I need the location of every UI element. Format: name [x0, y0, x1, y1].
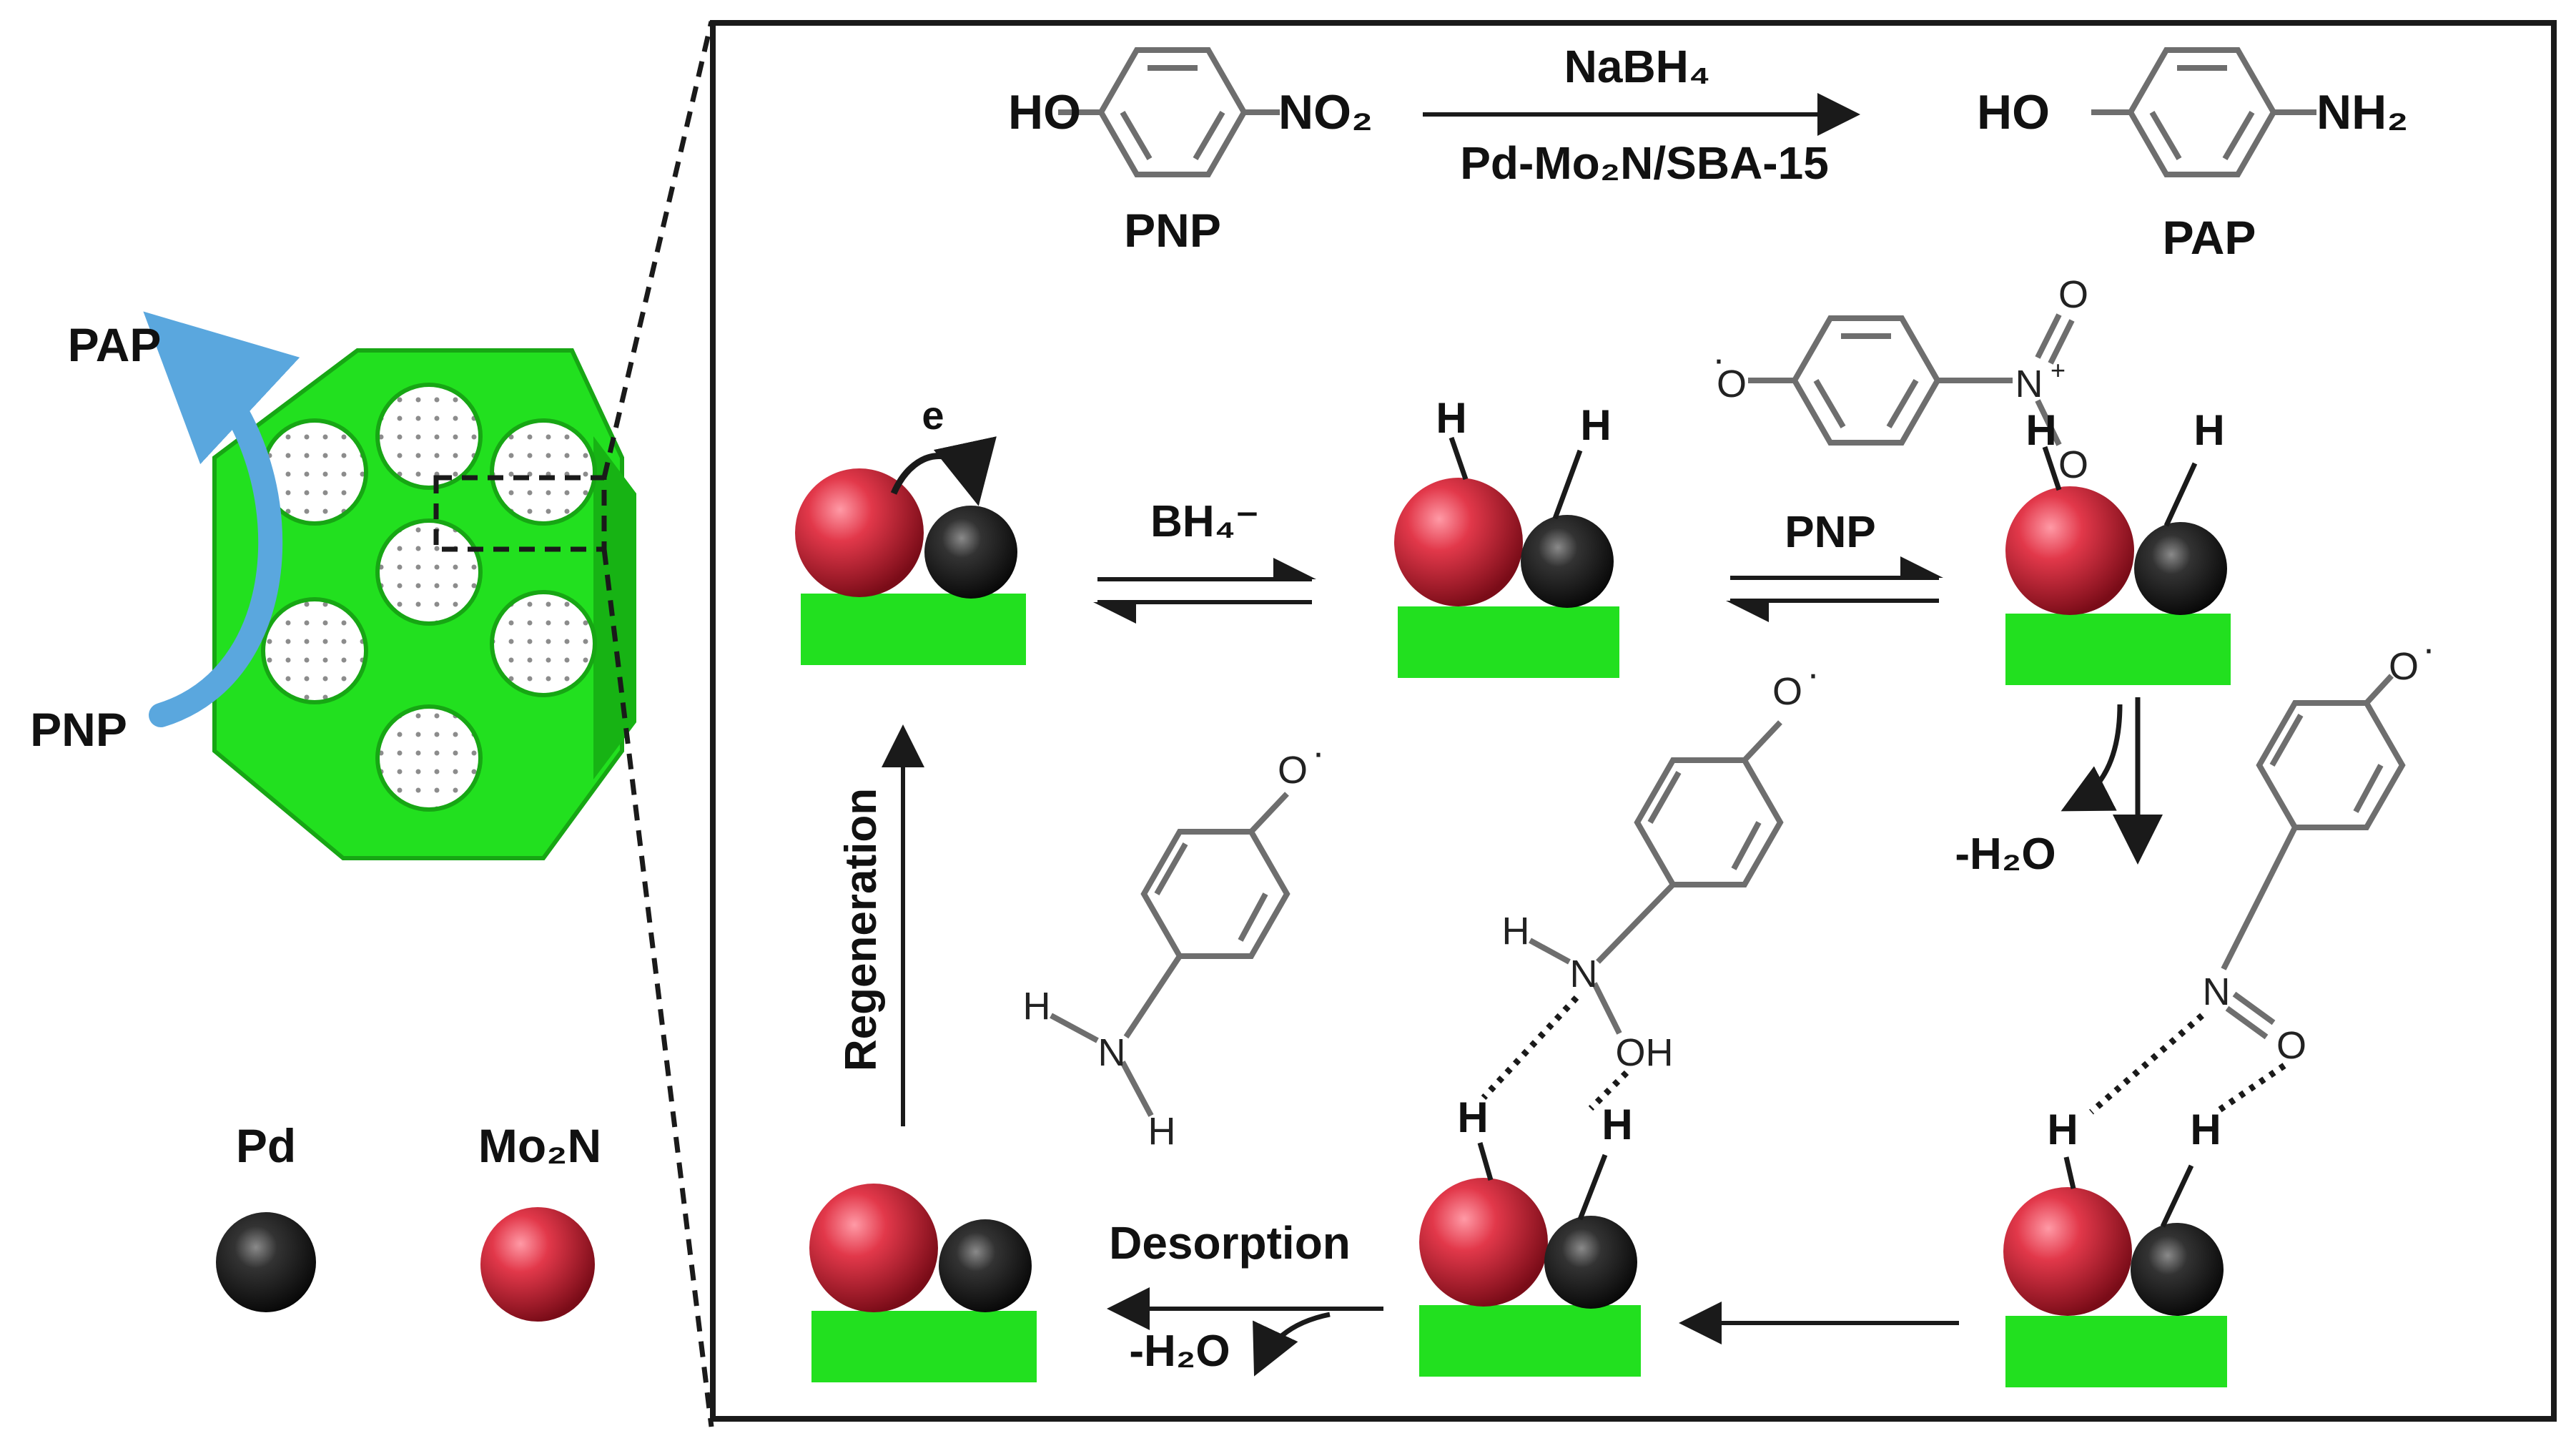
- zoom-lines: [601, 21, 714, 1427]
- nitroso-n: N: [2203, 970, 2231, 1013]
- regeneration-label: Regeneration: [837, 788, 886, 1071]
- nitroso-o-top: O: [2389, 645, 2419, 688]
- reagent-nabh4: NaBH₄: [1564, 41, 1711, 92]
- catalyst-site-regenerated: [809, 1184, 1037, 1382]
- catalyst-site-hydroxylamine: H H: [1419, 1093, 1641, 1377]
- pap-label: PAP: [68, 318, 162, 371]
- amine-h-upper: H: [1023, 985, 1051, 1028]
- nitro-plus: +: [2051, 355, 2066, 385]
- pnp-ring: [1058, 47, 1280, 177]
- site3-h-left: H: [2025, 406, 2056, 454]
- hydroxylamine-n: N: [1570, 953, 1598, 995]
- pap-amine: NH₂: [2316, 85, 2408, 139]
- adsorbed-nitrophenolate: O · N + O O: [1712, 273, 2088, 486]
- dehydration-step: -H₂O: [1955, 697, 2163, 879]
- pap-ring: [2091, 47, 2316, 177]
- catalyst-site-adsorbed: H H: [2005, 406, 2231, 685]
- regeneration-step: Regeneration: [837, 724, 924, 1126]
- legend-mo2n-label: Mo₂N: [478, 1119, 601, 1172]
- legend: Pd Mo₂N: [216, 1119, 601, 1322]
- nitro-o-down: O: [2058, 443, 2088, 486]
- catalyst-site-hydride: H H: [1394, 394, 1619, 678]
- equilibrium-arrows-2: PNP: [1726, 508, 1943, 622]
- nitro-o-up: O: [2058, 273, 2088, 316]
- site4-h-right: H: [2190, 1106, 2221, 1154]
- pap-hydroxyl: HO: [1977, 85, 2050, 139]
- site4-h-left: H: [2047, 1106, 2078, 1154]
- hydroxylamine-oh: OH: [1616, 1031, 1674, 1074]
- site5-h-right: H: [1602, 1101, 1632, 1149]
- pnp-nitro: NO₂: [1278, 85, 1373, 139]
- radical-dot-3: ·: [1807, 652, 1820, 695]
- hydroxylamine-o-top: O: [1772, 670, 1802, 713]
- aminophenolate-product: O · H N H: [1023, 731, 1325, 1153]
- legend-pd-sphere: [216, 1212, 316, 1312]
- site3-h-right: H: [2193, 406, 2224, 454]
- overall-reaction: HO NO₂ PNP NaBH₄ Pd-Mo₂N/SBA-15 HO NH₂ P…: [1008, 41, 2408, 264]
- catalyst-site-nitroso: H H: [2003, 1106, 2227, 1387]
- nitroso-o: O: [2276, 1024, 2306, 1067]
- hydroxylamine-h: H: [1502, 910, 1530, 953]
- flow-arrow: [143, 311, 300, 727]
- nitroso-intermediate: O · N O: [2089, 627, 2435, 1115]
- nitro-n: N: [2015, 363, 2043, 405]
- amine-h-lower: H: [1148, 1110, 1176, 1153]
- pap-name: PAP: [2163, 211, 2256, 264]
- desorption-label: Desorption: [1109, 1217, 1351, 1269]
- water-loss-right: -H₂O: [1955, 830, 2056, 879]
- reagent-catalyst: Pd-Mo₂N/SBA-15: [1460, 137, 1829, 189]
- phenolate-o-top: O: [1717, 363, 1747, 405]
- hydride-h-left: H: [1436, 394, 1466, 442]
- desorption-step: Desorption -H₂O: [1107, 1217, 1383, 1377]
- pnp-step-label: PNP: [1785, 508, 1875, 557]
- catalyst-site-initial: e: [795, 393, 1026, 665]
- mesoporous-support: [212, 348, 636, 860]
- pnp-hydroxyl: HO: [1008, 85, 1081, 139]
- electron-transfer-arrow: [890, 436, 997, 506]
- water-loss-bottom: -H₂O: [1129, 1327, 1230, 1376]
- support-pores: [261, 383, 597, 812]
- zoom-region-box: [433, 475, 607, 552]
- hydroxylamine-intermediate: O · H N OH: [1481, 652, 1820, 1111]
- electron-label: e: [922, 393, 944, 438]
- legend-mo2n-sphere: [480, 1207, 595, 1322]
- aminophenolate-o: O: [1278, 749, 1308, 792]
- legend-pd-label: Pd: [236, 1119, 296, 1172]
- mechanism-frame: [710, 20, 2557, 1422]
- hydride-h-right: H: [1580, 401, 1611, 449]
- radical-dot-2: ·: [2422, 627, 2435, 670]
- borohydride-label: BH₄⁻: [1150, 497, 1259, 546]
- amine-n: N: [1098, 1031, 1126, 1074]
- pnp-name: PNP: [1124, 204, 1221, 257]
- radical-dot-4: ·: [1312, 731, 1325, 774]
- equilibrium-arrows-1: BH₄⁻: [1093, 497, 1316, 624]
- site5-h-left: H: [1457, 1093, 1488, 1141]
- radical-dot-1: ·: [1712, 338, 1725, 380]
- pnp-label: PNP: [30, 703, 127, 756]
